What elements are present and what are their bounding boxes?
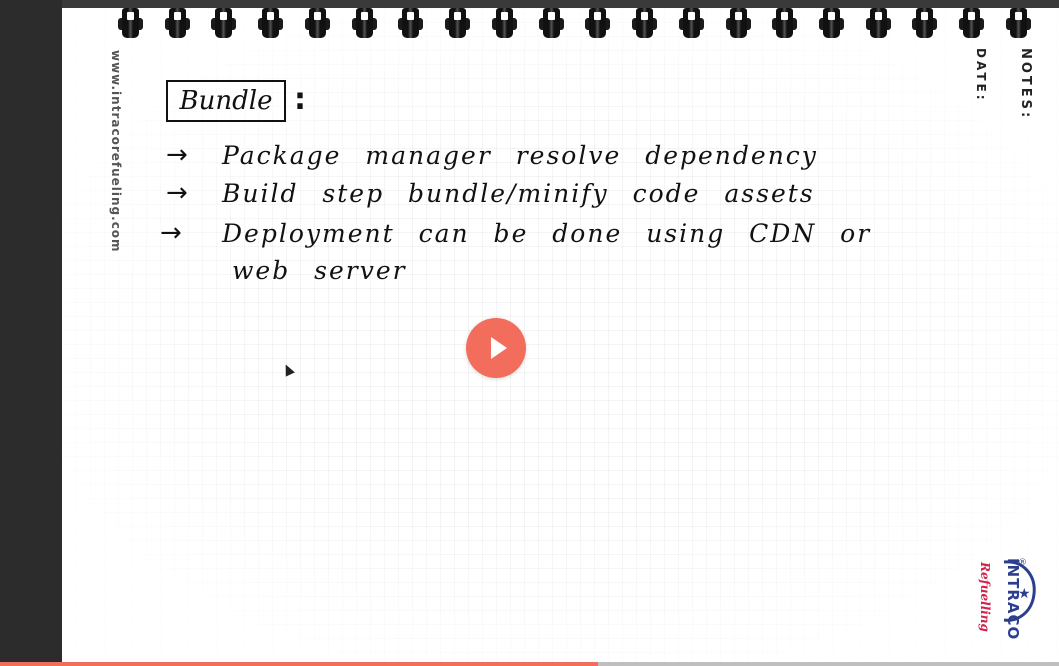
note-text: web server bbox=[232, 256, 407, 285]
spiral-ring bbox=[912, 8, 938, 38]
note-text: Deployment can be done using CDN or bbox=[222, 218, 872, 248]
date-label: DATE: bbox=[974, 48, 988, 103]
side-url-text: www.intracorefueling.com bbox=[109, 50, 123, 253]
note-line-4: web server bbox=[232, 256, 407, 285]
top-bar bbox=[0, 0, 1059, 8]
spiral-ring bbox=[772, 8, 798, 38]
notes-label: NOTES: bbox=[1018, 48, 1033, 121]
arrow-icon: → bbox=[160, 218, 182, 248]
spiral-ring bbox=[164, 8, 190, 38]
play-button[interactable] bbox=[466, 318, 526, 378]
spiral-ring bbox=[725, 8, 751, 38]
spiral-ring bbox=[632, 8, 658, 38]
video-progress-fill bbox=[0, 662, 599, 666]
spiral-ring bbox=[1005, 8, 1031, 38]
spiral-ring bbox=[118, 8, 143, 38]
spiral-ring bbox=[445, 8, 471, 38]
spiral-ring bbox=[865, 8, 891, 38]
logo-subtitle: Refuelling bbox=[978, 562, 992, 632]
left-gutter bbox=[0, 0, 62, 666]
spiral-ring bbox=[959, 8, 985, 38]
arrow-icon: → bbox=[166, 178, 188, 208]
notebook-page bbox=[62, 8, 1059, 663]
logo-name: INTRACO bbox=[1004, 558, 1022, 641]
note-text: Build step bundle/minify code assets bbox=[222, 178, 815, 208]
logo-emblem-icon bbox=[1003, 560, 1036, 622]
spiral-ring bbox=[491, 8, 517, 38]
spiral-ring bbox=[258, 8, 284, 38]
spiral-ring bbox=[819, 8, 845, 38]
logo-star-icon: ★ bbox=[1018, 586, 1031, 602]
spiral-ring bbox=[398, 8, 424, 38]
spiral-ring bbox=[351, 8, 377, 38]
arrow-icon: → bbox=[166, 140, 188, 170]
title-colon: : bbox=[294, 82, 306, 117]
spiral-binding bbox=[118, 8, 1031, 40]
spiral-ring bbox=[211, 8, 237, 38]
logo-registered-mark: ® bbox=[1018, 558, 1027, 568]
title-box: Bundle bbox=[166, 80, 286, 122]
video-progress-bar[interactable] bbox=[0, 662, 1059, 666]
spiral-ring bbox=[678, 8, 704, 38]
note-line-2: → Build step bundle/minify code assets bbox=[166, 178, 815, 208]
page-title: Bundle bbox=[179, 86, 273, 116]
note-line-3: → Deployment can be done using CDN or bbox=[160, 218, 871, 248]
note-line-1: → Package manager resolve dependency bbox=[166, 140, 818, 170]
note-text: Package manager resolve dependency bbox=[222, 140, 818, 170]
spiral-ring bbox=[585, 8, 611, 38]
spiral-ring bbox=[538, 8, 564, 38]
spiral-ring bbox=[304, 8, 330, 38]
